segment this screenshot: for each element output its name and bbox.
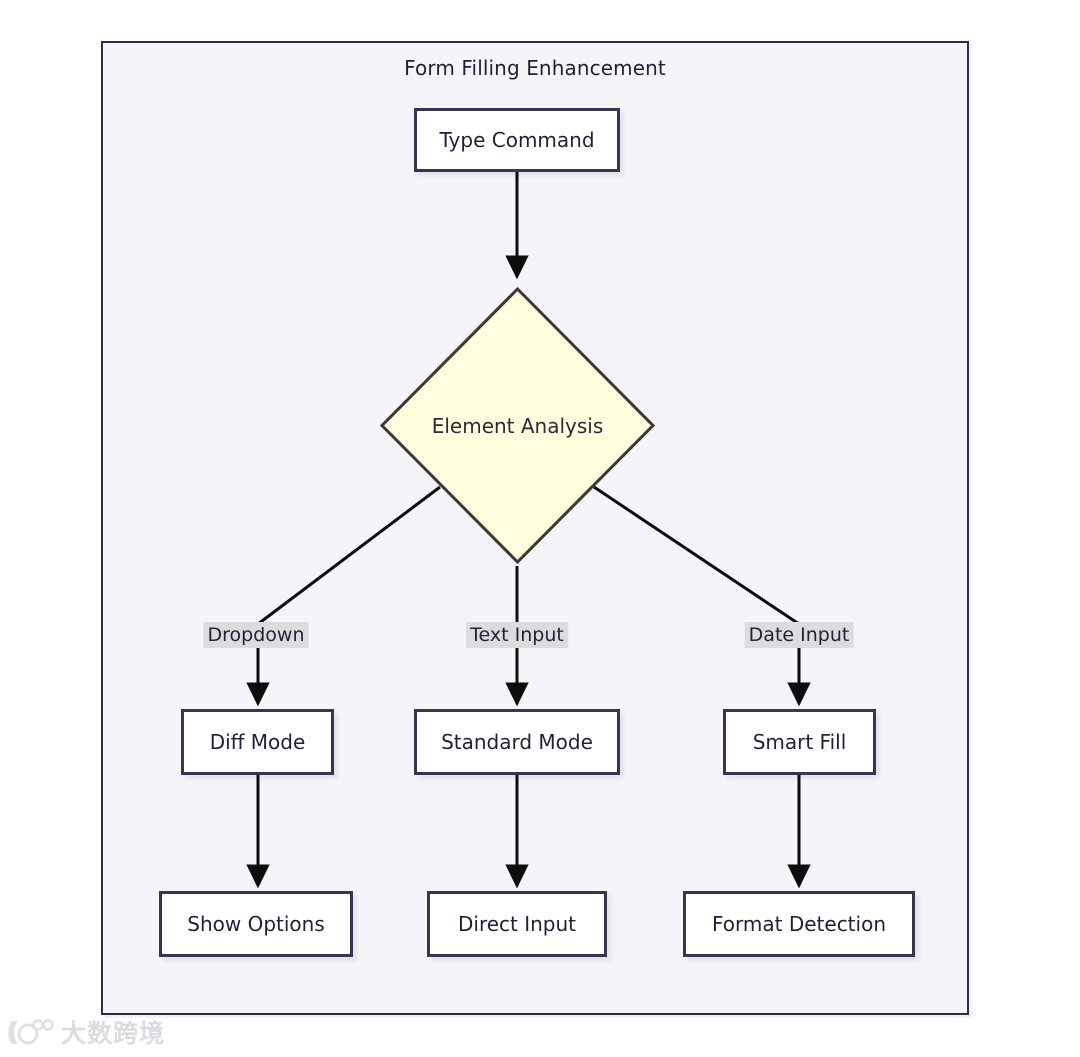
node-smart-fill-label: Smart Fill bbox=[752, 730, 847, 754]
node-standard-mode[interactable]: Standard Mode bbox=[414, 709, 620, 775]
node-direct-input[interactable]: Direct Input bbox=[427, 891, 607, 957]
node-direct-input-label: Direct Input bbox=[457, 912, 577, 936]
node-element-analysis[interactable]: Element Analysis bbox=[379, 286, 656, 565]
node-type-command[interactable]: Type Command bbox=[414, 108, 620, 172]
edge-label-text-input: Text Input bbox=[466, 622, 568, 648]
node-format-detection-label: Format Detection bbox=[712, 912, 886, 936]
node-standard-mode-label: Standard Mode bbox=[441, 730, 593, 754]
node-show-options-label: Show Options bbox=[187, 912, 325, 936]
edge-label-dropdown: Dropdown bbox=[203, 622, 309, 648]
watermark-logo-icon bbox=[8, 1019, 54, 1045]
node-type-command-label: Type Command bbox=[439, 128, 595, 152]
diamond-shape bbox=[379, 286, 656, 565]
node-smart-fill[interactable]: Smart Fill bbox=[723, 709, 876, 775]
node-format-detection[interactable]: Format Detection bbox=[683, 891, 915, 957]
node-diff-mode-label: Diff Mode bbox=[209, 730, 306, 754]
watermark: 大数跨境 bbox=[8, 1014, 165, 1050]
watermark-text: 大数跨境 bbox=[61, 1019, 166, 1048]
node-show-options[interactable]: Show Options bbox=[159, 891, 353, 957]
edge-label-date-input: Date Input bbox=[744, 622, 854, 648]
node-diff-mode[interactable]: Diff Mode bbox=[181, 709, 334, 775]
diagram-title: Form Filling Enhancement bbox=[404, 56, 666, 80]
